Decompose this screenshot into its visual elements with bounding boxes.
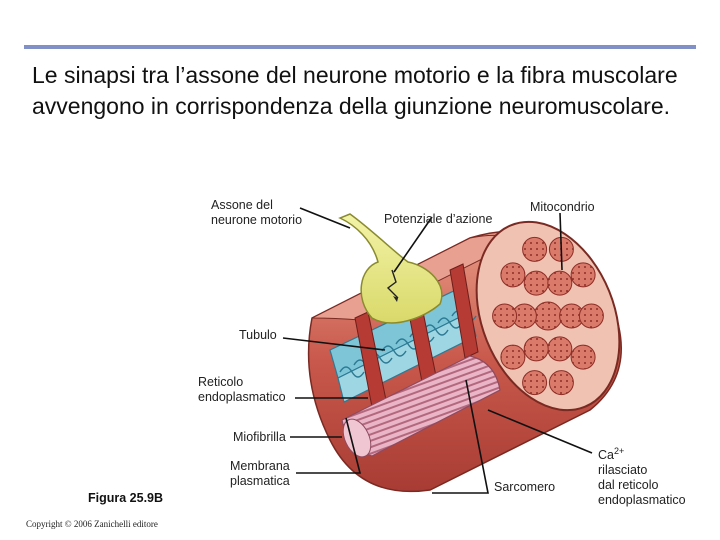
figure-label: Figura 25.9B: [88, 491, 164, 505]
myofibril-bundle: [533, 301, 563, 331]
myofibril-bundle: [547, 336, 573, 362]
calcium-label: Ca2+ rilasciato dal reticolo endoplasmat…: [598, 446, 686, 508]
tubule-loop: [437, 317, 463, 329]
leader-lines: [282, 207, 593, 494]
copyright-notice: Copyright © 2006 Zanichelli editore: [26, 519, 158, 529]
reticulum-label: Reticolo endoplasmatico: [198, 375, 286, 404]
membrane-label: Membrana plasmatica: [230, 459, 290, 488]
myofibril-bundle: [522, 236, 548, 262]
tubule-loop: [381, 345, 407, 357]
myofibril-bundle: [570, 262, 596, 288]
myofibril-bundle: [492, 303, 518, 329]
tubule-loop: [339, 366, 365, 378]
myofibril-bundle: [523, 270, 549, 296]
sarcomere-label: Sarcomero: [494, 480, 556, 494]
myofibril-bundle: [547, 270, 573, 296]
myofibril-bundle: [578, 303, 604, 329]
fiber-cross-section: [475, 220, 621, 412]
myofibril-label: Miofibrilla: [233, 430, 286, 444]
tubule-label: Tubulo: [239, 328, 277, 342]
slide-title: Le sinapsi tra l’assone del neurone moto…: [32, 62, 678, 119]
mitochondrion-label: Mitocondrio: [530, 200, 595, 214]
axon-label: Assone del neurone motorio: [211, 198, 303, 227]
action-potential-label: Potenziale d’azione: [384, 212, 493, 226]
myofibril-bundle: [500, 262, 526, 288]
motor-neuron-terminal: [338, 213, 443, 324]
title-rule: [24, 45, 696, 49]
myofibril-bundle: [548, 370, 574, 396]
myofibril-bundle: [570, 344, 596, 370]
tubule-loop: [423, 324, 449, 336]
myofibril-bundle: [500, 344, 526, 370]
myofibril: [341, 355, 501, 458]
myofibril-bundle: [523, 336, 549, 362]
myofibril-bundle: [522, 370, 548, 396]
